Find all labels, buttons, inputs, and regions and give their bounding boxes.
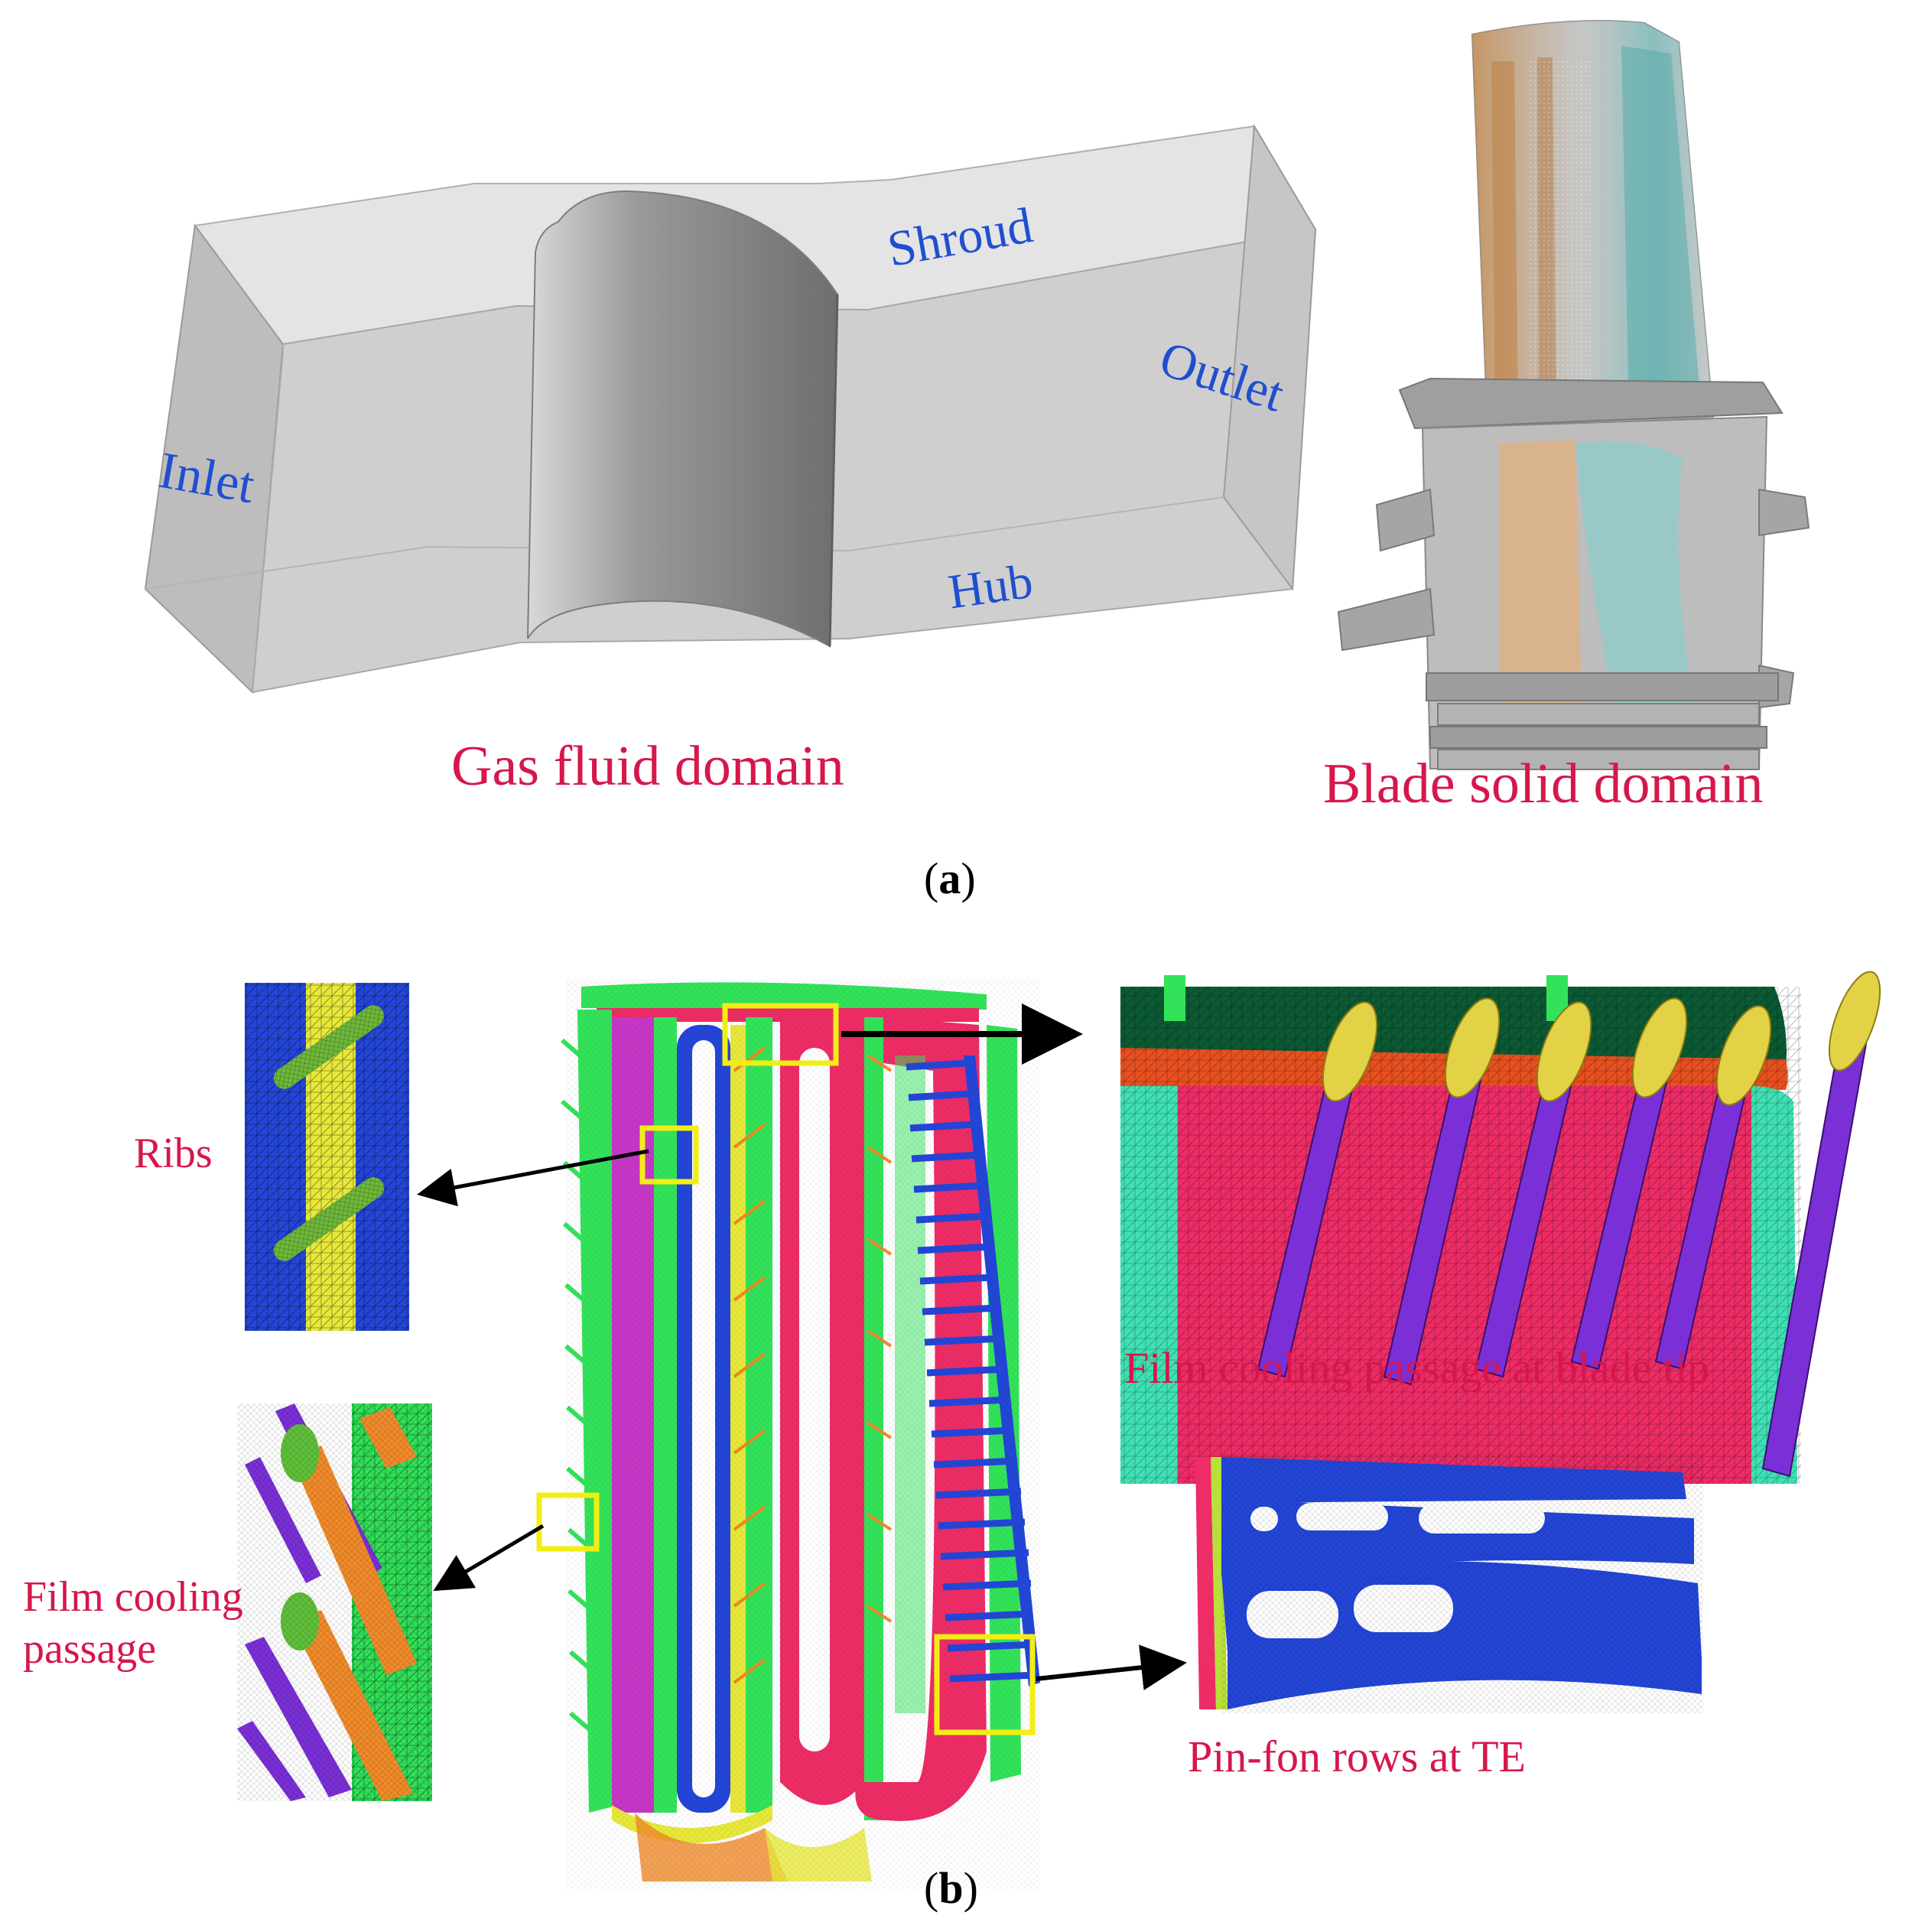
pin-fin-rows-label: Pin-fon rows at TE bbox=[1188, 1732, 1526, 1781]
callout-box-film-cooling bbox=[536, 1492, 600, 1552]
blade-internal-mesh bbox=[561, 979, 1040, 1889]
caption-b-letter: b bbox=[938, 1863, 964, 1913]
pin-fin-detail-mesh bbox=[1195, 1453, 1703, 1713]
blade-solid-domain-model bbox=[1337, 20, 1810, 770]
film-cooling-tip-label: Film cooling passage at blade tip bbox=[1124, 1343, 1710, 1393]
caption-a: (a) bbox=[924, 857, 976, 901]
caption-a-letter: a bbox=[938, 854, 961, 903]
callout-box-tip bbox=[722, 1003, 839, 1066]
caption-a-close: ) bbox=[961, 854, 976, 903]
arrow-to-ribs bbox=[417, 1149, 649, 1207]
ribs-detail-mesh bbox=[245, 983, 409, 1331]
caption-b-open: ( bbox=[924, 1863, 939, 1913]
arrow-to-film-cooling bbox=[433, 1524, 545, 1592]
film-cooling-detail-mesh bbox=[237, 1403, 432, 1801]
arrow-to-pin-fin bbox=[1036, 1644, 1187, 1690]
caption-a-open: ( bbox=[924, 854, 939, 903]
film-cooling-passage-label-2: passage bbox=[23, 1625, 157, 1673]
gas-fluid-domain-title: Gas fluid domain bbox=[451, 735, 844, 798]
ribs-label: Ribs bbox=[134, 1130, 213, 1177]
caption-b-close: ) bbox=[963, 1863, 978, 1913]
callout-box-pin-fin bbox=[934, 1634, 1036, 1735]
gas-fluid-domain-box bbox=[144, 123, 1317, 694]
film-cooling-passage-label-1: Film cooling bbox=[23, 1573, 243, 1621]
caption-b: (b) bbox=[924, 1866, 978, 1911]
blade-tip-detail-mesh bbox=[1120, 971, 1881, 1484]
blade-solid-domain-title: Blade solid domain bbox=[1323, 753, 1764, 815]
hub-label: Hub bbox=[945, 553, 1036, 620]
callout-box-ribs bbox=[639, 1125, 699, 1185]
